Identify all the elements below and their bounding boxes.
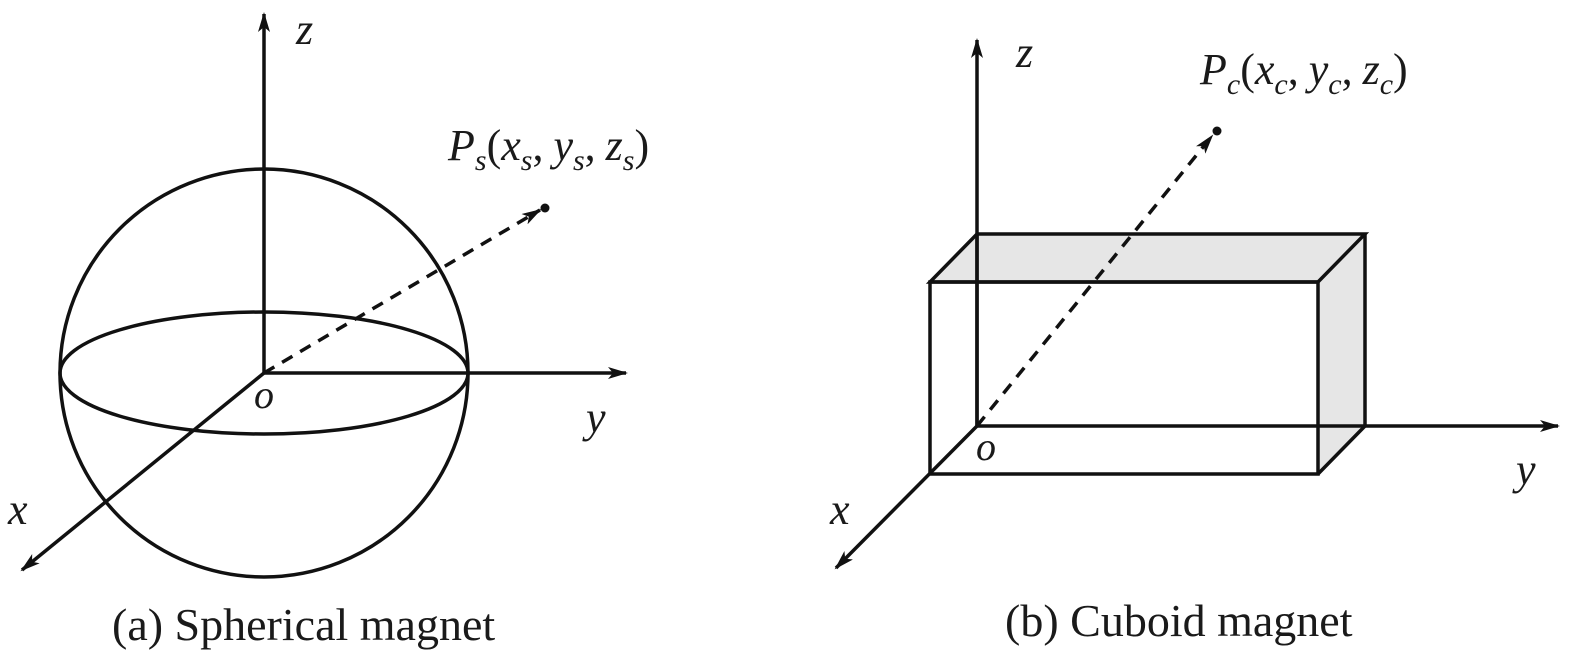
x-axis-a [20,371,266,572]
origin-label-b: o [976,424,996,469]
z-label-a: z [295,5,313,54]
cuboid-right-face [1318,234,1365,474]
panel-a: z y x o Ps(xs,ys,zs) (a) Spherical magne… [7,5,649,650]
caption-a: (a) Spherical magnet [112,599,495,650]
cuboid-front-face [928,280,1320,476]
cuboid-right-bottom-edge [1316,424,1367,476]
caption-b: (b) Cuboid magnet [1005,595,1353,646]
point-ps-dot [540,203,550,213]
x-axis-b [834,424,979,570]
point-pc-dot [1212,126,1222,136]
x-label-b: x [829,485,850,534]
y-label-a: y [582,393,606,442]
y-label-b: y [1512,445,1536,494]
point-ps-label: Ps(xs,ys,zs) [447,121,649,177]
x-label-a: x [7,485,28,534]
point-pc-label: Pc(xc,yc,zc) [1199,45,1408,101]
panel-b: z y x o Pc(xc,yc,zc) (b) Cuboid magnet [829,28,1560,646]
z-label-b: z [1015,28,1033,77]
position-vector-a [263,208,542,375]
origin-label-a: o [254,372,274,417]
cuboid-top-face [930,234,1365,282]
